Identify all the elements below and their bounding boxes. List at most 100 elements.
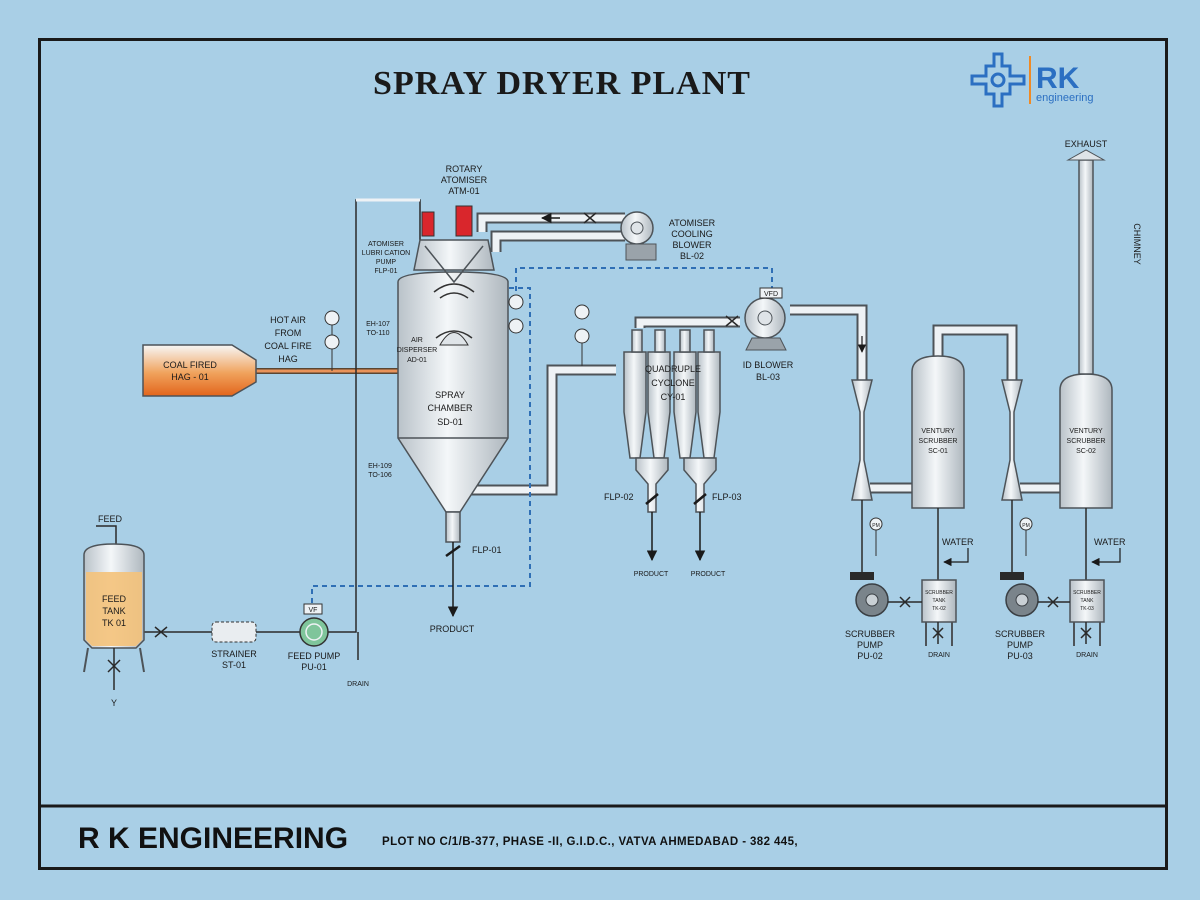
feed-pump-label-1: FEED PUMP: [288, 651, 341, 661]
lub-pump-label-3: PUMP: [376, 259, 397, 266]
venturi-scrubber-2: [1059, 373, 1113, 588]
drain-label-2: DRAIN: [928, 652, 950, 659]
flp02-valve-icon: [645, 493, 659, 505]
scrub-tank1-label-2: TANK: [933, 598, 947, 604]
feed-pump-label-2: PU-01: [301, 662, 327, 672]
cooling-blower-label-3: BLOWER: [672, 240, 712, 250]
venturi1-label-1: VENTURY: [921, 428, 955, 435]
venturi-scrubber-1: [911, 355, 965, 588]
lub-pump-label-2: LUBRI CATION: [362, 250, 411, 257]
exhaust-label: EXHAUST: [1065, 139, 1108, 149]
lub-pump-label-1: ATOMISER: [368, 241, 404, 248]
feed-tank: [83, 543, 145, 690]
spray-chamber-label-3: SD-01: [437, 417, 463, 427]
venturi-2: [1001, 379, 1023, 580]
scrub-pump2-label-1: SCRUBBER: [995, 629, 1046, 639]
id-blower-label-2: BL-03: [756, 372, 780, 382]
cooling-blower-label-2: COOLING: [671, 229, 713, 239]
flp03-label: FLP-03: [712, 492, 742, 502]
scrub-tank2-label-1: SCRUBBER: [1073, 590, 1101, 596]
hot-air-label-1: HOT AIR: [270, 315, 306, 325]
product-label-1: PRODUCT: [430, 624, 475, 634]
pm-label-1: PM: [872, 523, 880, 529]
eh109-label-1: EH-109: [368, 463, 392, 470]
scrub-pump2-label-2: PUMP: [1007, 640, 1033, 650]
feed-valve-icon: [154, 626, 168, 638]
logo-sub: engineering: [1036, 92, 1094, 104]
id-blower-label-1: ID BLOWER: [743, 360, 794, 370]
scrubber-pump-1: [850, 517, 922, 617]
venturi2-label-3: SC-02: [1076, 448, 1096, 455]
coal-fired-label-1: COAL FIRED: [163, 360, 217, 370]
venturi2-label-1: VENTURY: [1069, 428, 1103, 435]
vfd-label: VFD: [764, 291, 778, 298]
scrub-pump1-label-1: SCRUBBER: [845, 629, 896, 639]
spray-chamber-label-1: SPRAY: [435, 390, 465, 400]
chimney: [1066, 149, 1106, 375]
drain-label-3: DRAIN: [1076, 652, 1098, 659]
eh109-label-2: TO-106: [368, 472, 392, 479]
flp02-label: FLP-02: [604, 492, 634, 502]
scrub-tank1-label-1: SCRUBBER: [925, 590, 953, 596]
rotary-atomiser-label-3: ATM-01: [448, 186, 479, 196]
product-label-2: PRODUCT: [634, 571, 669, 578]
water-label-2: WATER: [1094, 537, 1126, 547]
company-logo: RK engineering: [970, 52, 1094, 108]
rotary-atomiser-label-2: ATOMISER: [441, 175, 488, 185]
flp03-valve-icon: [693, 493, 707, 505]
cyclone-label-3: CY-01: [661, 392, 686, 402]
cooling-blower: [583, 211, 657, 261]
y-outlet-label: Y: [111, 698, 117, 708]
rotary-atomiser-label-1: ROTARY: [446, 164, 483, 174]
cooling-blower-label-4: BL-02: [680, 251, 704, 261]
feed-tank-label-2: TANK: [102, 606, 125, 616]
venturi2-label-2: SCRUBBER: [1067, 438, 1106, 445]
cyclone-label-1: QUADRUPLE: [645, 364, 701, 374]
vf-label: VF: [309, 607, 318, 614]
hot-air-label-3: COAL FIRE: [264, 341, 311, 351]
hot-air-label-4: HAG: [278, 354, 298, 364]
strainer-label-2: ST-01: [222, 660, 246, 670]
venturi1-label-3: SC-01: [928, 448, 948, 455]
lub-pump-label-4: FLP-01: [375, 268, 398, 275]
scrub-pump1-label-2: PUMP: [857, 640, 883, 650]
water-label-1: WATER: [942, 537, 974, 547]
page-title: SPRAY DRYER PLANT: [373, 65, 751, 102]
scrub-pump1-label-3: PU-02: [857, 651, 883, 661]
quadruple-cyclone: [623, 329, 721, 513]
cyclone-label-2: CYCLONE: [651, 378, 695, 388]
scrubber-tank-1: [921, 579, 957, 646]
flp01-label: FLP-01: [472, 545, 502, 555]
scrub-tank1-label-3: TK-02: [932, 606, 946, 612]
cooling-blower-label-1: ATOMISER: [669, 218, 716, 228]
feed-label: FEED: [98, 514, 123, 524]
coal-fired-hag: [142, 344, 257, 397]
eh107-label-1: EH-107: [366, 321, 390, 328]
pm-label-2: PM: [1022, 523, 1030, 529]
rk-emblem-icon: [970, 52, 1026, 108]
scrubber-pump-2: [1000, 517, 1070, 617]
air-disperser-label-1: AIR: [411, 337, 423, 344]
spray-chamber: [397, 205, 509, 543]
air-disperser-label-2: DISPERSER: [397, 347, 437, 354]
diagram-frame: [38, 38, 1168, 870]
hot-air-label-2: FROM: [275, 328, 302, 338]
strainer: [211, 621, 257, 643]
scrub-pump2-label-3: PU-03: [1007, 651, 1033, 661]
feed-pump: [299, 603, 329, 647]
spray-chamber-label-2: CHAMBER: [427, 403, 473, 413]
air-disperser-label-3: AD-01: [407, 357, 427, 364]
feed-tank-label-1: FEED: [102, 594, 127, 604]
chamber-gauges-icon: [508, 294, 590, 366]
venturi1-label-2: SCRUBBER: [919, 438, 958, 445]
feed-tank-label-3: TK 01: [102, 618, 126, 628]
chimney-label: CHIMNEY: [1132, 223, 1142, 265]
scrub-tank2-label-2: TANK: [1081, 598, 1095, 604]
product-label-3: PRODUCT: [691, 571, 726, 578]
id-blower: [725, 287, 787, 351]
hot-air-gauges-icon: [324, 310, 340, 371]
scrubber-tank-2: [1069, 579, 1105, 646]
strainer-label-1: STRAINER: [211, 649, 257, 659]
footer-address: PLOT NO C/1/B-377, PHASE -II, G.I.D.C., …: [382, 836, 798, 848]
